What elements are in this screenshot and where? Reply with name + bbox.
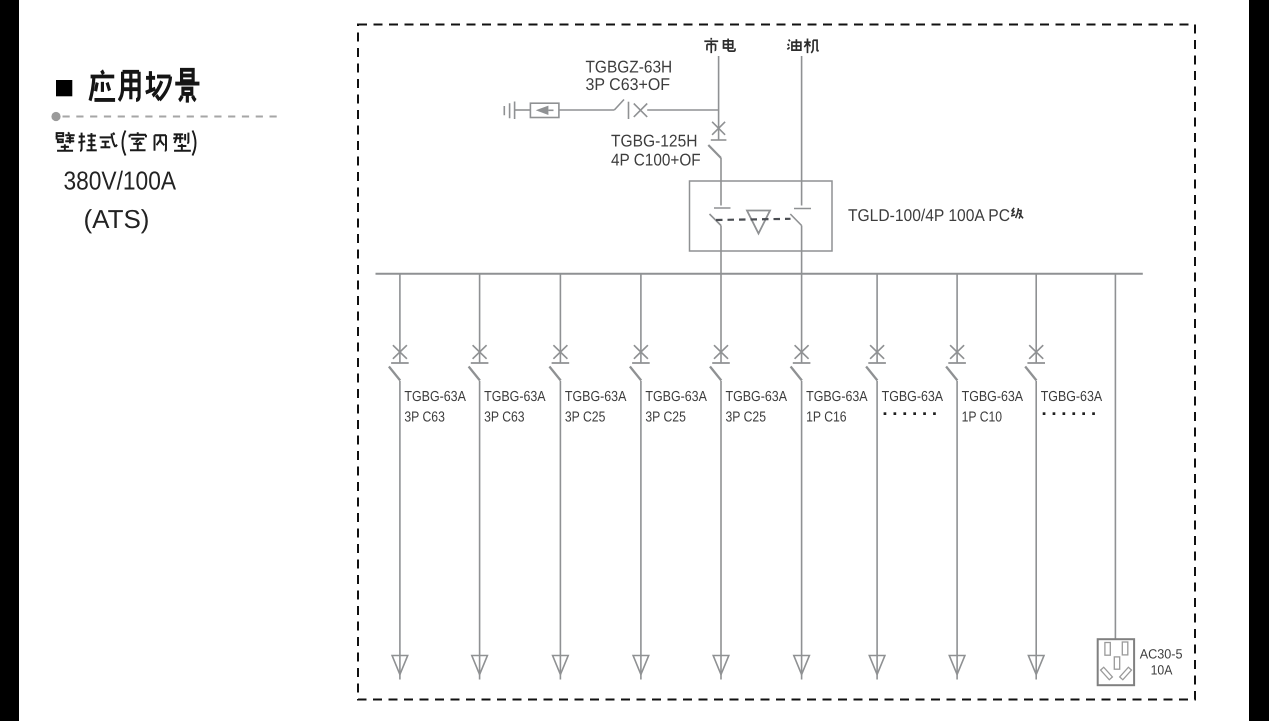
svg-text:TGBG-63A: TGBG-63A — [645, 389, 707, 405]
svg-text:3P C63: 3P C63 — [404, 409, 445, 425]
svg-text:3P C63: 3P C63 — [484, 409, 524, 425]
svg-text:TGBG-63A: TGBG-63A — [484, 389, 546, 405]
svg-text:3P C63+OF: 3P C63+OF — [586, 75, 671, 94]
svg-text:4P C100+OF: 4P C100+OF — [611, 151, 701, 170]
svg-text:3P C25: 3P C25 — [726, 409, 767, 425]
svg-text:380V/100A: 380V/100A — [64, 166, 177, 196]
svg-text:1P C16: 1P C16 — [806, 409, 847, 425]
svg-text:AC30-5: AC30-5 — [1140, 647, 1183, 662]
svg-text:1P C10: 1P C10 — [962, 409, 1003, 425]
svg-text:TGBG-63A: TGBG-63A — [565, 389, 627, 405]
svg-text:TGBG-63A: TGBG-63A — [882, 389, 944, 405]
svg-text:3P C25: 3P C25 — [645, 409, 686, 425]
svg-text:TGBG-125H: TGBG-125H — [611, 132, 698, 151]
svg-text:TGBG-63A: TGBG-63A — [726, 389, 788, 405]
svg-text:(ATS): (ATS) — [84, 204, 150, 234]
svg-text:10A: 10A — [1151, 663, 1173, 678]
svg-text:TGBGZ-63H: TGBGZ-63H — [586, 58, 673, 77]
svg-text:TGBG-63A: TGBG-63A — [806, 389, 868, 405]
svg-text:TGLD-100/4P 100A PC: TGLD-100/4P 100A PC — [848, 206, 1010, 225]
svg-text:TGBG-63A: TGBG-63A — [404, 389, 466, 405]
svg-text:TGBG-63A: TGBG-63A — [1041, 389, 1103, 405]
svg-text:3P C25: 3P C25 — [565, 409, 606, 425]
svg-text:TGBG-63A: TGBG-63A — [962, 389, 1024, 405]
